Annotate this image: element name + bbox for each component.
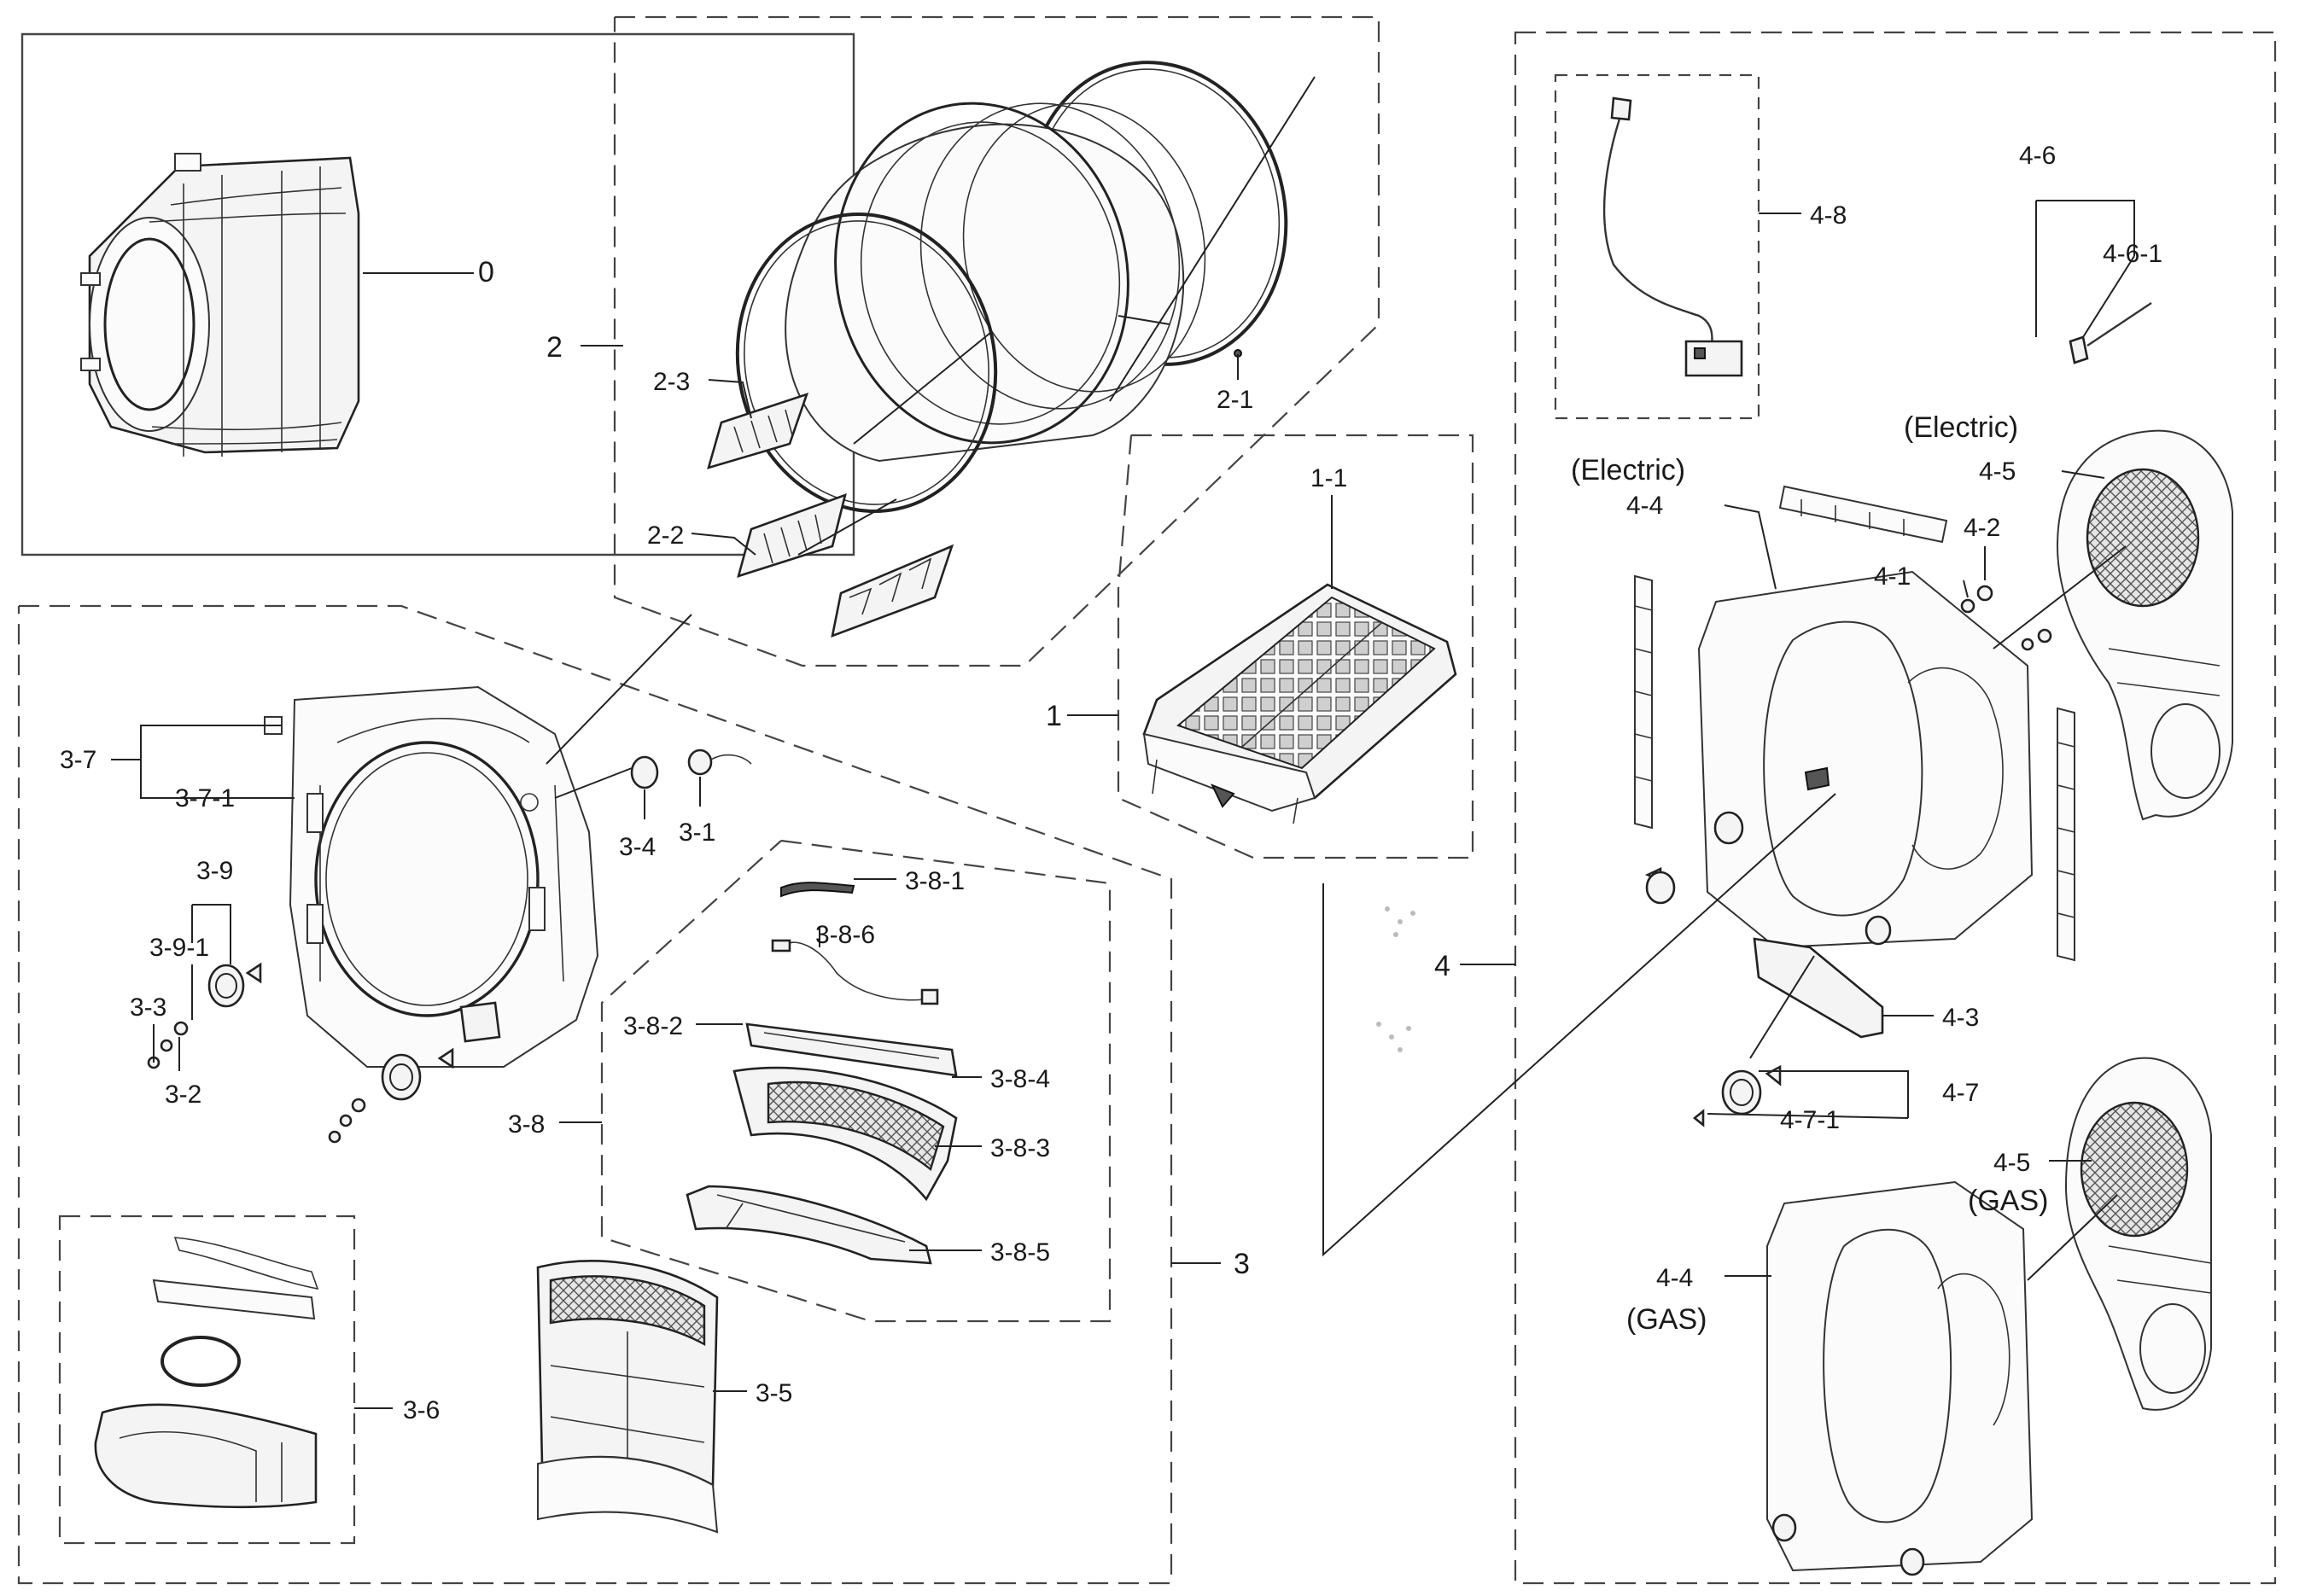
group-2-drawing: [707, 61, 1288, 638]
label-4-3: 4-3: [1942, 1004, 1979, 1032]
label-3-8-5: 3-8-5: [990, 1238, 1050, 1267]
label-2-2: 2-2: [647, 521, 684, 550]
label-0: 0: [478, 256, 494, 288]
label-3-7: 3-7: [60, 746, 96, 774]
label-4-4-electric: 4-4: [1626, 492, 1663, 520]
leader-lines: [111, 76, 2135, 1409]
label-3-8-3: 3-8-3: [990, 1134, 1050, 1162]
label-3-8-2: 3-8-2: [623, 1012, 683, 1040]
label-3-9: 3-9: [196, 857, 233, 885]
label-4-7-1: 4-7-1: [1780, 1106, 1840, 1134]
label-4-4-gas: 4-4: [1656, 1264, 1693, 1292]
label-4-5-electric: 4-5: [1979, 457, 2016, 486]
box-group-1: [1117, 434, 1474, 859]
label-4-6: 4-6: [2019, 142, 2056, 170]
label-4-6-1: 4-6-1: [2103, 240, 2162, 268]
box-group-4-8: [1554, 73, 1760, 420]
label-4-1: 4-1: [1874, 562, 1911, 591]
box-group-3-8: [600, 839, 1112, 1323]
label-3: 3: [1234, 1248, 1250, 1280]
label-3-8-1: 3-8-1: [905, 867, 965, 895]
label-2-1: 2-1: [1217, 386, 1253, 414]
label-3-7-1: 3-7-1: [175, 784, 235, 813]
label-4-8: 4-8: [1810, 201, 1847, 230]
label-2: 2: [546, 331, 563, 364]
label-1-1: 1-1: [1310, 464, 1347, 492]
label-4-5-gas: 4-5: [1993, 1149, 2030, 1177]
group-boxes: [17, 15, 2277, 1585]
box-group-3: [17, 604, 1173, 1585]
label-3-2: 3-2: [165, 1081, 201, 1109]
label-3-8-4: 3-8-4: [990, 1065, 1050, 1093]
label-4-7: 4-7: [1942, 1079, 1979, 1107]
assembly-0-drawing: [80, 153, 360, 457]
label-3-8-6: 3-8-6: [815, 921, 875, 949]
label-1: 1: [1046, 700, 1062, 732]
label-3-6: 3-6: [403, 1396, 440, 1424]
box-group-4: [1514, 31, 2277, 1585]
label-2-3: 2-3: [653, 368, 690, 396]
label-3-3: 3-3: [130, 993, 166, 1022]
box-assembly-0: [20, 32, 855, 556]
label-gas-a: (GAS): [1968, 1185, 2048, 1217]
group-4-drawing: [1376, 96, 2233, 1576]
label-3-5: 3-5: [756, 1379, 792, 1407]
label-3-1: 3-1: [679, 818, 715, 847]
label-3-8: 3-8: [508, 1110, 545, 1139]
label-electric-a: (Electric): [1904, 411, 2018, 444]
label-4-2: 4-2: [1964, 514, 2000, 542]
callout-labels: 0 2 2-3 2-2 2-1 1-1 1 3-7 3-7-1 3-4 3-1 …: [60, 142, 2162, 1424]
label-gas-b: (GAS): [1626, 1303, 1707, 1336]
speck-marks: [1376, 906, 1415, 1052]
label-3-4: 3-4: [619, 833, 656, 861]
box-group-3-6: [58, 1214, 356, 1545]
group-1-drawing: [1142, 583, 1457, 824]
label-4: 4: [1434, 950, 1450, 982]
label-electric-b: (Electric): [1571, 454, 1685, 486]
box-group-2: [613, 15, 1380, 667]
label-3-9-1: 3-9-1: [149, 934, 209, 962]
group-3-drawing: [94, 685, 958, 1534]
